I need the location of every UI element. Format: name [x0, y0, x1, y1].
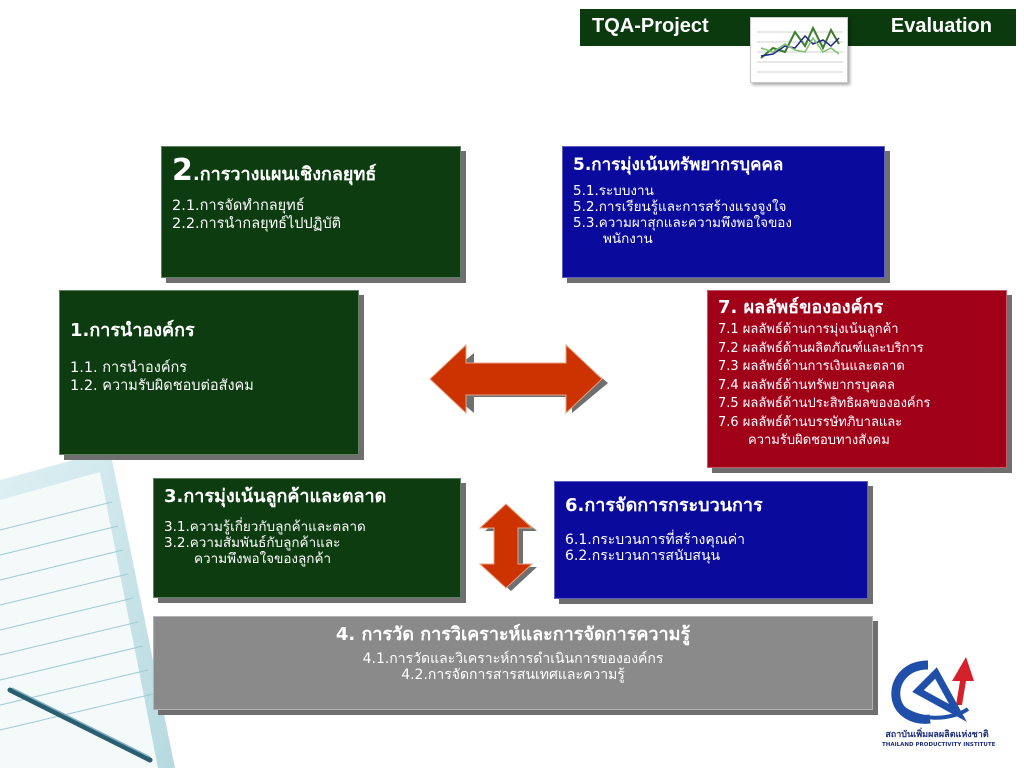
box-item: ความพึงพอใจของลูกค้า [194, 551, 332, 567]
box-item: 7.2 ผลลัพธ์ด้านผลิตภัณฑ์และบริการ [718, 340, 924, 356]
tpi-logo-icon [891, 657, 974, 724]
logo-thai-text: สถาบันเพิ่มผลผลิตแห่งชาติ [885, 730, 989, 740]
box-title: 2.การวางแผนเชิงกลยุทธ์ [172, 151, 450, 195]
box-title-text: .การวางแผนเชิงกลยุทธ์ [192, 164, 377, 185]
line-chart-icon [750, 17, 848, 83]
box-title: 4. การวัด การวิเคราะห์และการจัดการความรู… [335, 624, 691, 645]
header-evaluation-label: Evaluation [890, 15, 992, 37]
box-title: 5.การมุ่งเน้นทรัพยากรบุคคล [573, 155, 784, 175]
box-item: 5.3.ความผาสุกและความพึงพอใจของ [573, 215, 792, 231]
box-strategic-planning: 2.การวางแผนเชิงกลยุทธ์ 2.1.การจัดทำกลยุท… [161, 146, 461, 278]
box-title: 3.การมุ่งเน้นลูกค้าและตลาด [164, 486, 387, 507]
box-item: พนักงาน [603, 231, 653, 247]
double-arrow-vertical-icon [478, 503, 537, 591]
box-customer-market-focus: 3.การมุ่งเน้นลูกค้าและตลาด 3.1.ความรู้เก… [153, 478, 461, 598]
box-organizational-results: 7. ผลลัพธ์ขององค์กร 7.1 ผลลัพธ์ด้านการมุ… [707, 290, 1007, 468]
box-item: 3.1.ความรู้เกี่ยวกับลูกค้าและตลาด [164, 519, 366, 535]
box-item: 6.2.กระบวนการสนับสนุน [565, 548, 721, 564]
box-item: 6.1.กระบวนการที่สร้างคุณค่า [565, 532, 745, 548]
box-item: 2.1.การจัดทำกลยุทธ์ [172, 198, 305, 214]
box-number: 2 [172, 153, 193, 188]
header-project-label: TQA-Project [592, 15, 709, 37]
box-title: 7. ผลลัพธ์ขององค์กร [718, 297, 884, 318]
box-item: 7.5 ผลลัพธ์ด้านประสิทธิผลขององค์กร [718, 396, 931, 411]
notebook-pen-decoration [0, 450, 175, 768]
box-item: 4.2.การจัดการสารสนเทศและความรู้ [401, 667, 625, 683]
box-item: 2.2.การนำกลยุทธ์ไปปฏิบัติ [172, 216, 342, 232]
box-process-management: 6.การจัดการกระบวนการ 6.1.กระบวนการที่สร้… [554, 481, 868, 599]
box-human-resource-focus: 5.การมุ่งเน้นทรัพยากรบุคคล 5.1.ระบบงาน 5… [562, 146, 885, 278]
box-item: 1.1. การนำองค์กร [70, 360, 188, 376]
box-item: 7.4 ผลลัพธ์ด้านทรัพยากรบุคคล [718, 377, 895, 393]
box-item: 3.2.ความสัมพันธ์กับลูกค้าและ [164, 535, 341, 551]
box-item: 7.6 ผลลัพธ์ด้านบรรษัทภิบาลและ [718, 414, 903, 430]
box-item: 7.1 ผลลัพธ์ด้านการมุ่งเน้นลูกค้า [718, 322, 899, 337]
box-item: 4.1.การวัดและวิเคราะห์การดำเนินการขององค… [362, 651, 664, 667]
box-item: 1.2. ความรับผิดชอบต่อสังคม [70, 378, 254, 394]
box-measurement-analysis: 4. การวัด การวิเคราะห์และการจัดการความรู… [153, 616, 873, 710]
box-item: 5.2.การเรียนรู้และการสร้างแรงจูงใจ [573, 199, 787, 215]
box-title: 1.การนำองค์กร [70, 320, 195, 341]
double-arrow-horizontal-icon [429, 343, 608, 415]
tpi-logo: สถาบันเพิ่มผลผลิตแห่งชาติ THAILAND PRODU… [882, 655, 995, 749]
box-item: ความรับผิดชอบทางสังคม [748, 433, 890, 448]
box-leadership: 1.การนำองค์กร 1.1. การนำองค์กร 1.2. ความ… [59, 290, 359, 455]
logo-english-text: THAILAND PRODUCTIVITY INSTITUTE [882, 742, 996, 748]
box-title: 6.การจัดการกระบวนการ [565, 495, 763, 516]
box-item: 7.3 ผลลัพธ์ด้านการเงินและตลาด [718, 359, 905, 374]
box-item: 5.1.ระบบงาน [573, 183, 654, 199]
